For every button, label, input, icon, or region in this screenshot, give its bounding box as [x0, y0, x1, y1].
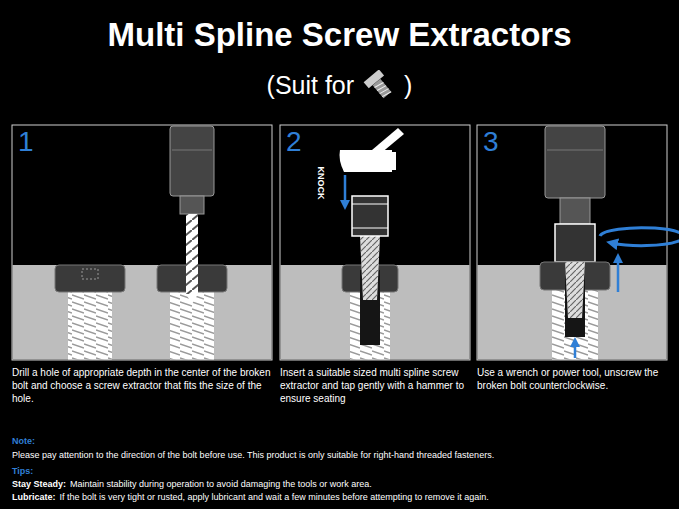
knock-label: KNOCK: [316, 167, 326, 200]
tip-heading: Lubricate:: [12, 492, 56, 502]
note-line: Lubricate: If the bolt is very tight or r…: [12, 492, 672, 503]
tip-heading: Stay Steady:: [12, 479, 66, 489]
subtitle-text: (Suit for: [267, 71, 355, 100]
step-number: 1: [18, 127, 34, 158]
note-line: Please pay attention to the direction of…: [12, 450, 672, 461]
knock-arrow: [344, 175, 347, 205]
drill: [170, 126, 214, 304]
note-text: Please pay attention to the direction of…: [12, 450, 494, 460]
lift-arrow: [617, 258, 620, 292]
subtitle-text: ): [404, 71, 412, 100]
screw-extractor: [352, 196, 388, 300]
step-panel: 2Insert a suitable sized multi spline sc…: [280, 125, 470, 405]
step-caption: Use a wrench or power tool, unscrew the …: [477, 366, 667, 392]
bolt-extracting: [540, 262, 610, 360]
bolt-icon: [362, 70, 396, 100]
panel-frames: [12, 125, 667, 360]
hammer: [340, 128, 405, 172]
power-tool: [545, 126, 605, 262]
step-number: 2: [286, 127, 302, 158]
subtitle: (Suit for): [0, 70, 679, 100]
note-heading: Note:: [12, 436, 35, 446]
bolt-left: [55, 265, 125, 360]
note-line: Stay Steady: Maintain stability during op…: [12, 479, 672, 490]
push-arrow: [574, 342, 577, 358]
note-text: Maintain stability during operation to a…: [70, 479, 372, 489]
note-line: Tips:: [12, 466, 672, 477]
step-caption: Insert a suitable sized multi spline scr…: [280, 366, 470, 405]
note-text: If the bolt is very tight or rusted, app…: [60, 492, 489, 502]
step-caption: Drill a hole of appropriate depth in the…: [12, 366, 272, 405]
step-panel: 1Drill a hole of appropriate depth in th…: [12, 125, 272, 405]
note-line: Note:: [12, 436, 672, 447]
note-heading: Tips:: [12, 466, 33, 476]
step-number: 3: [483, 127, 499, 158]
rotation-arrow: [600, 228, 679, 246]
step-panel: 3Use a wrench or power tool, unscrew the…: [477, 125, 667, 392]
title: Multi Spline Screw Extractors: [0, 16, 679, 54]
